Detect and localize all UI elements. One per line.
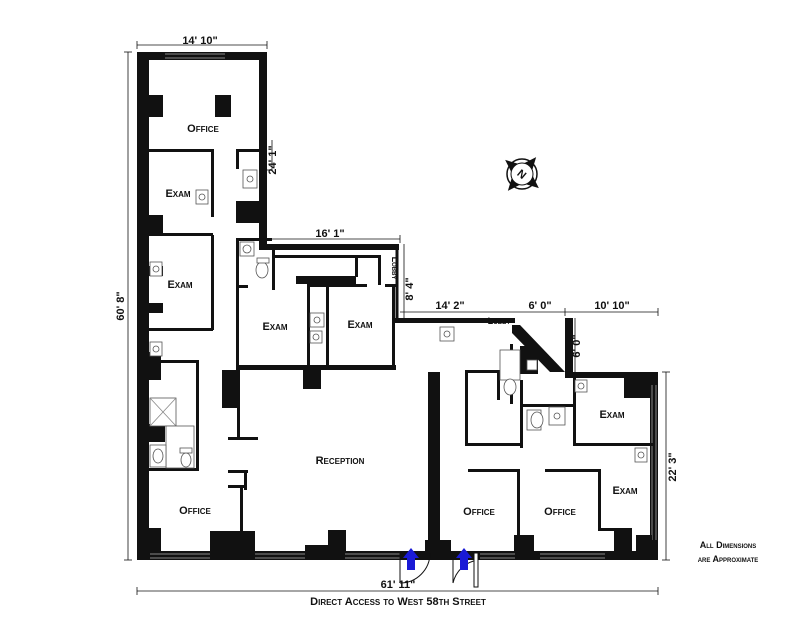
entry-arrow-icon bbox=[403, 548, 472, 570]
dimension-mid-width: 16' 1" bbox=[315, 228, 344, 240]
room-label-office-right: Office bbox=[544, 506, 576, 518]
room-label-office-center: Office bbox=[463, 506, 495, 518]
dimension-lobby-width: 14' 2" bbox=[435, 300, 464, 312]
room-label-lobby-horizontal: Lobby bbox=[488, 316, 511, 326]
room-label-exam-2: Exam bbox=[167, 279, 192, 291]
dimension-lines bbox=[124, 41, 670, 595]
room-label-office-bottom-left: Office bbox=[179, 505, 211, 517]
windows bbox=[150, 53, 657, 559]
outer-walls bbox=[137, 52, 658, 560]
access-caption: Direct Access to West 58th Street bbox=[310, 596, 486, 608]
room-label-exam-1: Exam bbox=[165, 188, 190, 200]
room-label-lobby-vertical: Lobby bbox=[390, 257, 400, 280]
dimension-segment-6: 6' 0" bbox=[528, 300, 551, 312]
room-label-exam-6: Exam bbox=[612, 485, 637, 497]
dimension-right-height: 22' 3" bbox=[667, 452, 679, 481]
room-label-exam-3: Exam bbox=[262, 321, 287, 333]
dimension-vertical-6: 6' 0" bbox=[571, 334, 583, 357]
dimension-top-width: 14' 10" bbox=[182, 35, 217, 47]
dimension-wing-height: 24' 1" bbox=[267, 145, 279, 174]
room-label-exam-4: Exam bbox=[347, 319, 372, 331]
dimension-total-width: 61' 11" bbox=[381, 579, 416, 591]
interior-walls bbox=[149, 95, 653, 555]
north-arrow-icon: N bbox=[505, 157, 539, 191]
dimension-lobby-height: 8' 4" bbox=[404, 277, 416, 300]
room-label-reception: Reception bbox=[316, 455, 365, 467]
fixtures bbox=[149, 169, 648, 469]
disclaimer-line-2: are Approximate bbox=[698, 554, 759, 564]
disclaimer-line-1: All Dimensions bbox=[700, 540, 757, 550]
dimension-segment-10: 10' 10" bbox=[594, 300, 629, 312]
dimension-left-height: 60' 8" bbox=[115, 291, 127, 320]
room-label-office-top: Office bbox=[187, 123, 219, 135]
room-label-exam-5: Exam bbox=[599, 409, 624, 421]
